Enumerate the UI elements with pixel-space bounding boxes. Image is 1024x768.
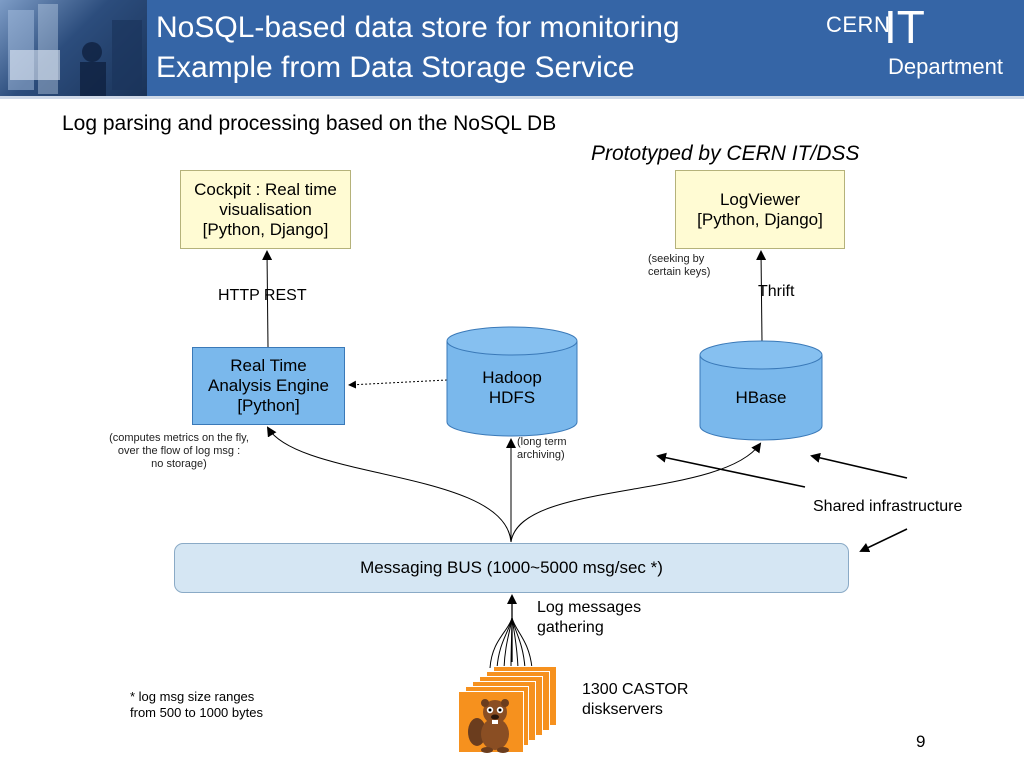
arrow-shared-to-bus (859, 528, 908, 553)
hbase-label: HBase (735, 388, 787, 407)
arrow-shared-to-hadoop (656, 452, 806, 488)
slide-title-line-2: Example from Data Storage Service (156, 51, 635, 84)
header-bar (0, 0, 1024, 96)
header-photo-illustration (8, 4, 142, 96)
hbase-cylinder (699, 340, 823, 441)
cern-it-logo: CERN IT Department (826, 2, 1024, 88)
arrow-shared-to-hbase (810, 452, 908, 479)
slide-subtitle: Log parsing and processing based on the … (62, 112, 557, 135)
logo-cern-text: CERN (826, 12, 891, 37)
http-rest-label: HTTP REST (218, 287, 307, 304)
castor-diskservers-stack (458, 663, 558, 753)
header-divider (0, 96, 1024, 99)
castor-diskservers-label: 1300 CASTOR diskservers (582, 681, 689, 718)
logo-it-text: IT (884, 1, 925, 53)
cockpit-box: Cockpit : Real time visualisation [Pytho… (180, 170, 351, 249)
slide-title-line-1: NoSQL-based data store for monitoring (156, 11, 680, 44)
page-number: 9 (916, 732, 926, 751)
header-photo (0, 0, 147, 96)
hadoop-hdfs-cylinder (446, 326, 578, 437)
gathering-fan-lines (489, 617, 533, 669)
messaging-bus: Messaging BUS (1000~5000 msg/sec *) (174, 543, 849, 593)
arrow-rtae-to-cockpit (262, 250, 273, 348)
shared-infrastructure-label: Shared infrastructure (813, 498, 963, 515)
log-gathering-label: Log messages gathering (537, 599, 642, 636)
arrow-hadoop-to-rtae (348, 379, 448, 389)
real-time-analysis-engine-box: Real Time Analysis Engine [Python] (192, 347, 345, 425)
arrow-bus-to-hbase (510, 442, 762, 543)
seeking-note: (seeking by certain keys) (648, 253, 711, 278)
archiving-note: (long term archiving) (517, 436, 567, 461)
computes-note: (computes metrics on the fly, over the f… (109, 432, 249, 470)
logo-department-text: Department (888, 54, 1003, 79)
thrift-label: Thrift (758, 283, 795, 300)
arrow-bus-to-rtae (266, 426, 512, 543)
hadoop-hdfs-label: Hadoop HDFS (482, 368, 542, 407)
footnote: * log msg size ranges from 500 to 1000 b… (130, 689, 263, 720)
server-card-front (458, 691, 524, 753)
arrow-hbase-to-logviewer (756, 250, 767, 343)
logviewer-box: LogViewer [Python, Django] (675, 170, 845, 249)
castor-beaver-icon (468, 699, 509, 753)
byline: Prototyped by CERN IT/DSS (591, 142, 860, 165)
